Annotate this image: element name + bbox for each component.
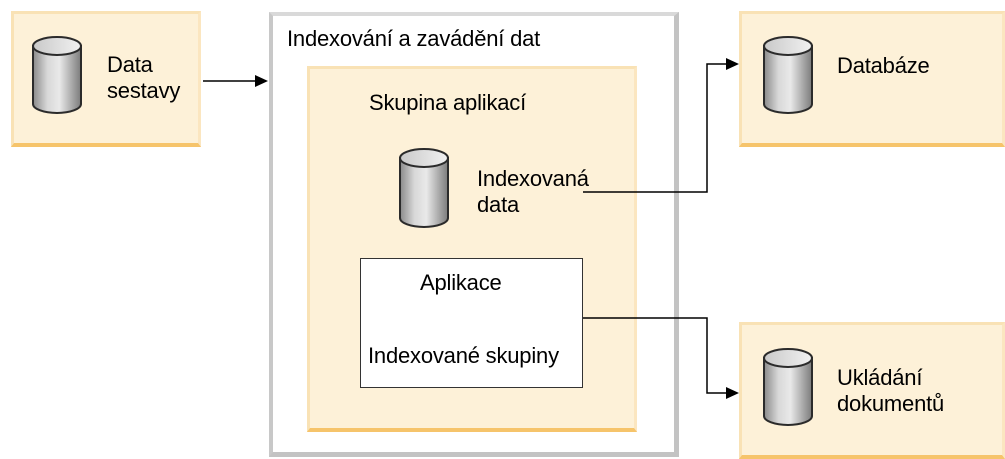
- document-storage-box: [739, 322, 1005, 459]
- application-group-title: Skupina aplikací: [369, 90, 527, 115]
- database-cylinder-icon: [32, 36, 82, 114]
- connector-application-to-document-storage: [583, 317, 739, 399]
- report-data-label-line2: sestavy: [107, 78, 181, 103]
- database-label: Databáze: [837, 53, 930, 78]
- database-cylinder-icon: [763, 36, 813, 114]
- arrow-right-icon: [203, 75, 268, 87]
- report-data-label-line1: Data: [107, 52, 153, 77]
- indexed-groups-label: Indexované skupiny: [368, 343, 559, 368]
- application-box: [360, 258, 583, 388]
- indexed-data-label-line2: data: [477, 192, 520, 217]
- database-cylinder-icon: [399, 148, 449, 228]
- application-title: Aplikace: [420, 270, 502, 295]
- document-storage-label-line2: dokumentů: [837, 391, 945, 416]
- database-cylinder-icon: [763, 348, 813, 426]
- indexing-loading-title: Indexování a zavádění dat: [287, 26, 541, 51]
- document-storage-label-line1: Ukládání: [837, 365, 923, 390]
- indexed-data-label-line1: Indexovaná: [477, 166, 589, 191]
- connector-indexed-data-to-database: [583, 58, 739, 193]
